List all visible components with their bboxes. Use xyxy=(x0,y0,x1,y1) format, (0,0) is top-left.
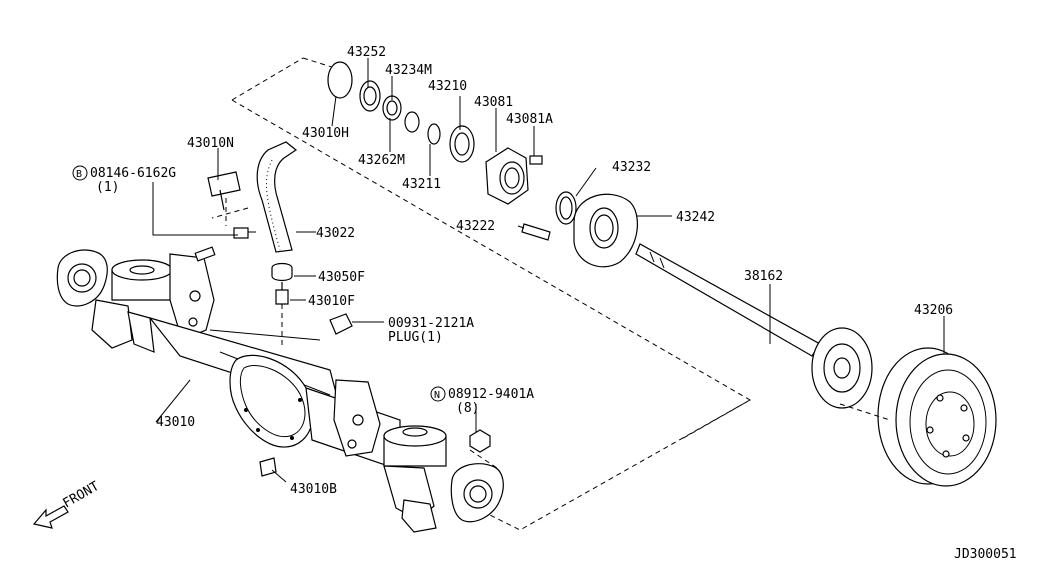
label-43022: 43022 xyxy=(316,226,355,241)
label-43252: 43252 xyxy=(347,45,386,60)
label-43010n: 43010N xyxy=(187,136,234,151)
svg-text:N: N xyxy=(434,390,440,401)
brake-drum-icon xyxy=(877,347,997,487)
nut-symbol-n: N xyxy=(430,386,446,402)
label-43050f: 43050F xyxy=(318,270,365,285)
label-43081: 43081 xyxy=(474,95,513,110)
label-00931-2121a: 00931-2121A xyxy=(388,316,474,331)
label-43010h: 43010H xyxy=(302,126,349,141)
label-43206: 43206 xyxy=(914,303,953,318)
label-43262m: 43262M xyxy=(358,153,405,168)
leader-lines xyxy=(152,58,945,483)
bolt-08146-icon xyxy=(233,227,256,239)
label-43211: 43211 xyxy=(402,177,441,192)
label-43081a: 43081A xyxy=(506,112,553,127)
connector-43010f xyxy=(275,282,289,305)
clip-43010n xyxy=(207,171,241,211)
bolt-symbol-b: B xyxy=(72,165,88,181)
label-plug-qty: PLUG(1) xyxy=(388,330,443,345)
bearing-icon xyxy=(327,61,638,268)
label-43010f: 43010F xyxy=(308,294,355,309)
nut-08912-icon xyxy=(469,429,491,453)
diagram-code: JD300051 xyxy=(954,547,1017,562)
boundary-return xyxy=(679,399,751,441)
plug-00931 xyxy=(329,313,353,335)
axle-housing-icon xyxy=(56,246,504,533)
label-43210: 43210 xyxy=(428,79,467,94)
label-43234m: 43234M xyxy=(385,63,432,78)
axle-shaft-icon xyxy=(635,243,873,409)
label-43222: 43222 xyxy=(456,219,495,234)
label-43010: 43010 xyxy=(156,415,195,430)
plug-43010b xyxy=(259,457,277,477)
clip-43050f xyxy=(271,262,293,282)
label-08912-9401a: 08912-9401A xyxy=(448,387,534,402)
label-08912-qty: (8) xyxy=(456,401,479,416)
label-43242: 43242 xyxy=(676,210,715,225)
front-label: FRONT xyxy=(61,479,103,512)
label-43232: 43232 xyxy=(612,160,651,175)
label-08146-qty: (1) xyxy=(96,180,119,195)
label-38162: 38162 xyxy=(744,269,783,284)
breather-hose-icon xyxy=(256,141,298,253)
svg-text:B: B xyxy=(76,169,82,180)
label-08146-6162g: 08146-6162G xyxy=(90,166,176,181)
label-43010b: 43010B xyxy=(290,482,337,497)
front-arrow-icon xyxy=(32,505,69,529)
